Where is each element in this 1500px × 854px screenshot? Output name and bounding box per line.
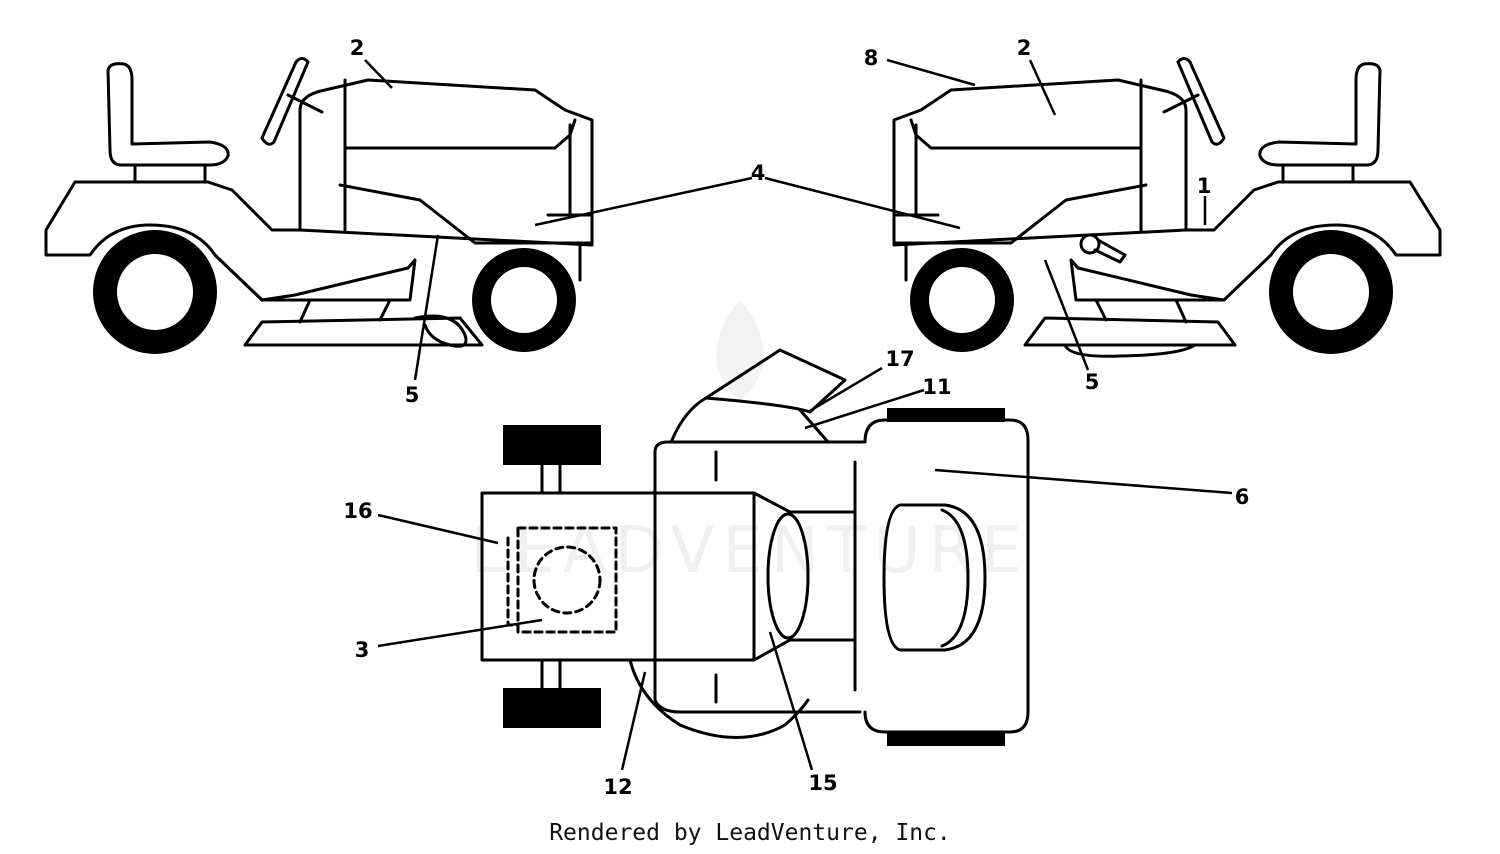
rear-body xyxy=(853,418,1030,734)
deck-hanger xyxy=(1094,298,1188,324)
callout-6: 6 xyxy=(1235,485,1250,509)
body-frame xyxy=(298,78,594,247)
tractor-left-side-view xyxy=(44,57,594,354)
deck-underside xyxy=(653,658,862,714)
tractor-top-view xyxy=(480,348,1030,746)
seat-back-top xyxy=(940,508,970,648)
hood-line xyxy=(343,78,577,232)
deck-top xyxy=(653,440,867,662)
dash-section xyxy=(752,491,857,662)
steering-column xyxy=(286,93,324,114)
callouts: 2 4 5 8 2 1 5 17 11 6 16 3 12 15 xyxy=(343,36,1249,799)
callout-1: 1 xyxy=(1197,174,1212,198)
watermark: LEADVENTURE xyxy=(471,300,1030,588)
seat-post xyxy=(133,163,207,184)
front-wheel-hub xyxy=(491,267,557,333)
steering-wheel xyxy=(1176,57,1226,146)
tractor-right-side-view xyxy=(892,57,1442,358)
rear-fender xyxy=(1076,180,1442,302)
rear-wheel-hub xyxy=(1293,254,1369,330)
chute-base xyxy=(670,396,830,444)
callout-16: 16 xyxy=(343,499,372,523)
callout-5-left: 5 xyxy=(405,383,420,407)
callout-4: 4 xyxy=(751,161,766,185)
lower-frame xyxy=(1069,258,1226,302)
seat xyxy=(106,62,230,167)
front-wheel-hub xyxy=(929,267,995,333)
callout-2-right: 2 xyxy=(1017,36,1032,60)
hood-side xyxy=(892,183,1148,245)
discharge-chute xyxy=(704,348,847,414)
deck-chute xyxy=(413,314,468,348)
callout-8: 8 xyxy=(864,46,879,70)
rear-wheel-hub xyxy=(117,254,193,330)
callout-11: 11 xyxy=(922,375,951,399)
callout-3: 3 xyxy=(355,638,370,662)
front-axle xyxy=(540,463,562,690)
mower-deck xyxy=(1023,316,1237,347)
callout-2-left: 2 xyxy=(350,36,365,60)
front-tire-top xyxy=(503,425,601,465)
front-tire-bottom xyxy=(503,688,601,728)
lower-frame xyxy=(213,253,417,302)
hood-line xyxy=(909,78,1143,232)
steering-wheel xyxy=(260,57,310,146)
mower-deck xyxy=(243,316,484,347)
callout-15: 15 xyxy=(808,771,837,795)
hood-top xyxy=(480,491,756,662)
hood-dash-circle xyxy=(532,545,602,615)
deck-hanger xyxy=(298,298,392,324)
callout-5-right: 5 xyxy=(1085,370,1100,394)
leader-lines xyxy=(364,58,1233,771)
steering-column xyxy=(1162,93,1200,114)
watermark-text: LEADVENTURE xyxy=(471,514,1030,588)
lift-lever-knob xyxy=(1079,233,1101,255)
seat-top xyxy=(882,503,987,652)
callout-17: 17 xyxy=(885,347,914,371)
rear-fender xyxy=(44,180,410,302)
deck-chute xyxy=(1063,343,1197,358)
callout-12: 12 xyxy=(603,775,632,799)
footer-credit: Rendered by LeadVenture, Inc. xyxy=(549,820,951,846)
grille xyxy=(892,123,940,217)
rear-tire-bottom xyxy=(887,732,1005,746)
lift-lever xyxy=(1093,238,1127,264)
hood-side xyxy=(338,183,594,245)
steering-top xyxy=(766,512,810,640)
seat-post xyxy=(1281,163,1355,184)
grille xyxy=(546,123,594,217)
seat xyxy=(1258,62,1382,167)
body-frame xyxy=(892,78,1188,247)
